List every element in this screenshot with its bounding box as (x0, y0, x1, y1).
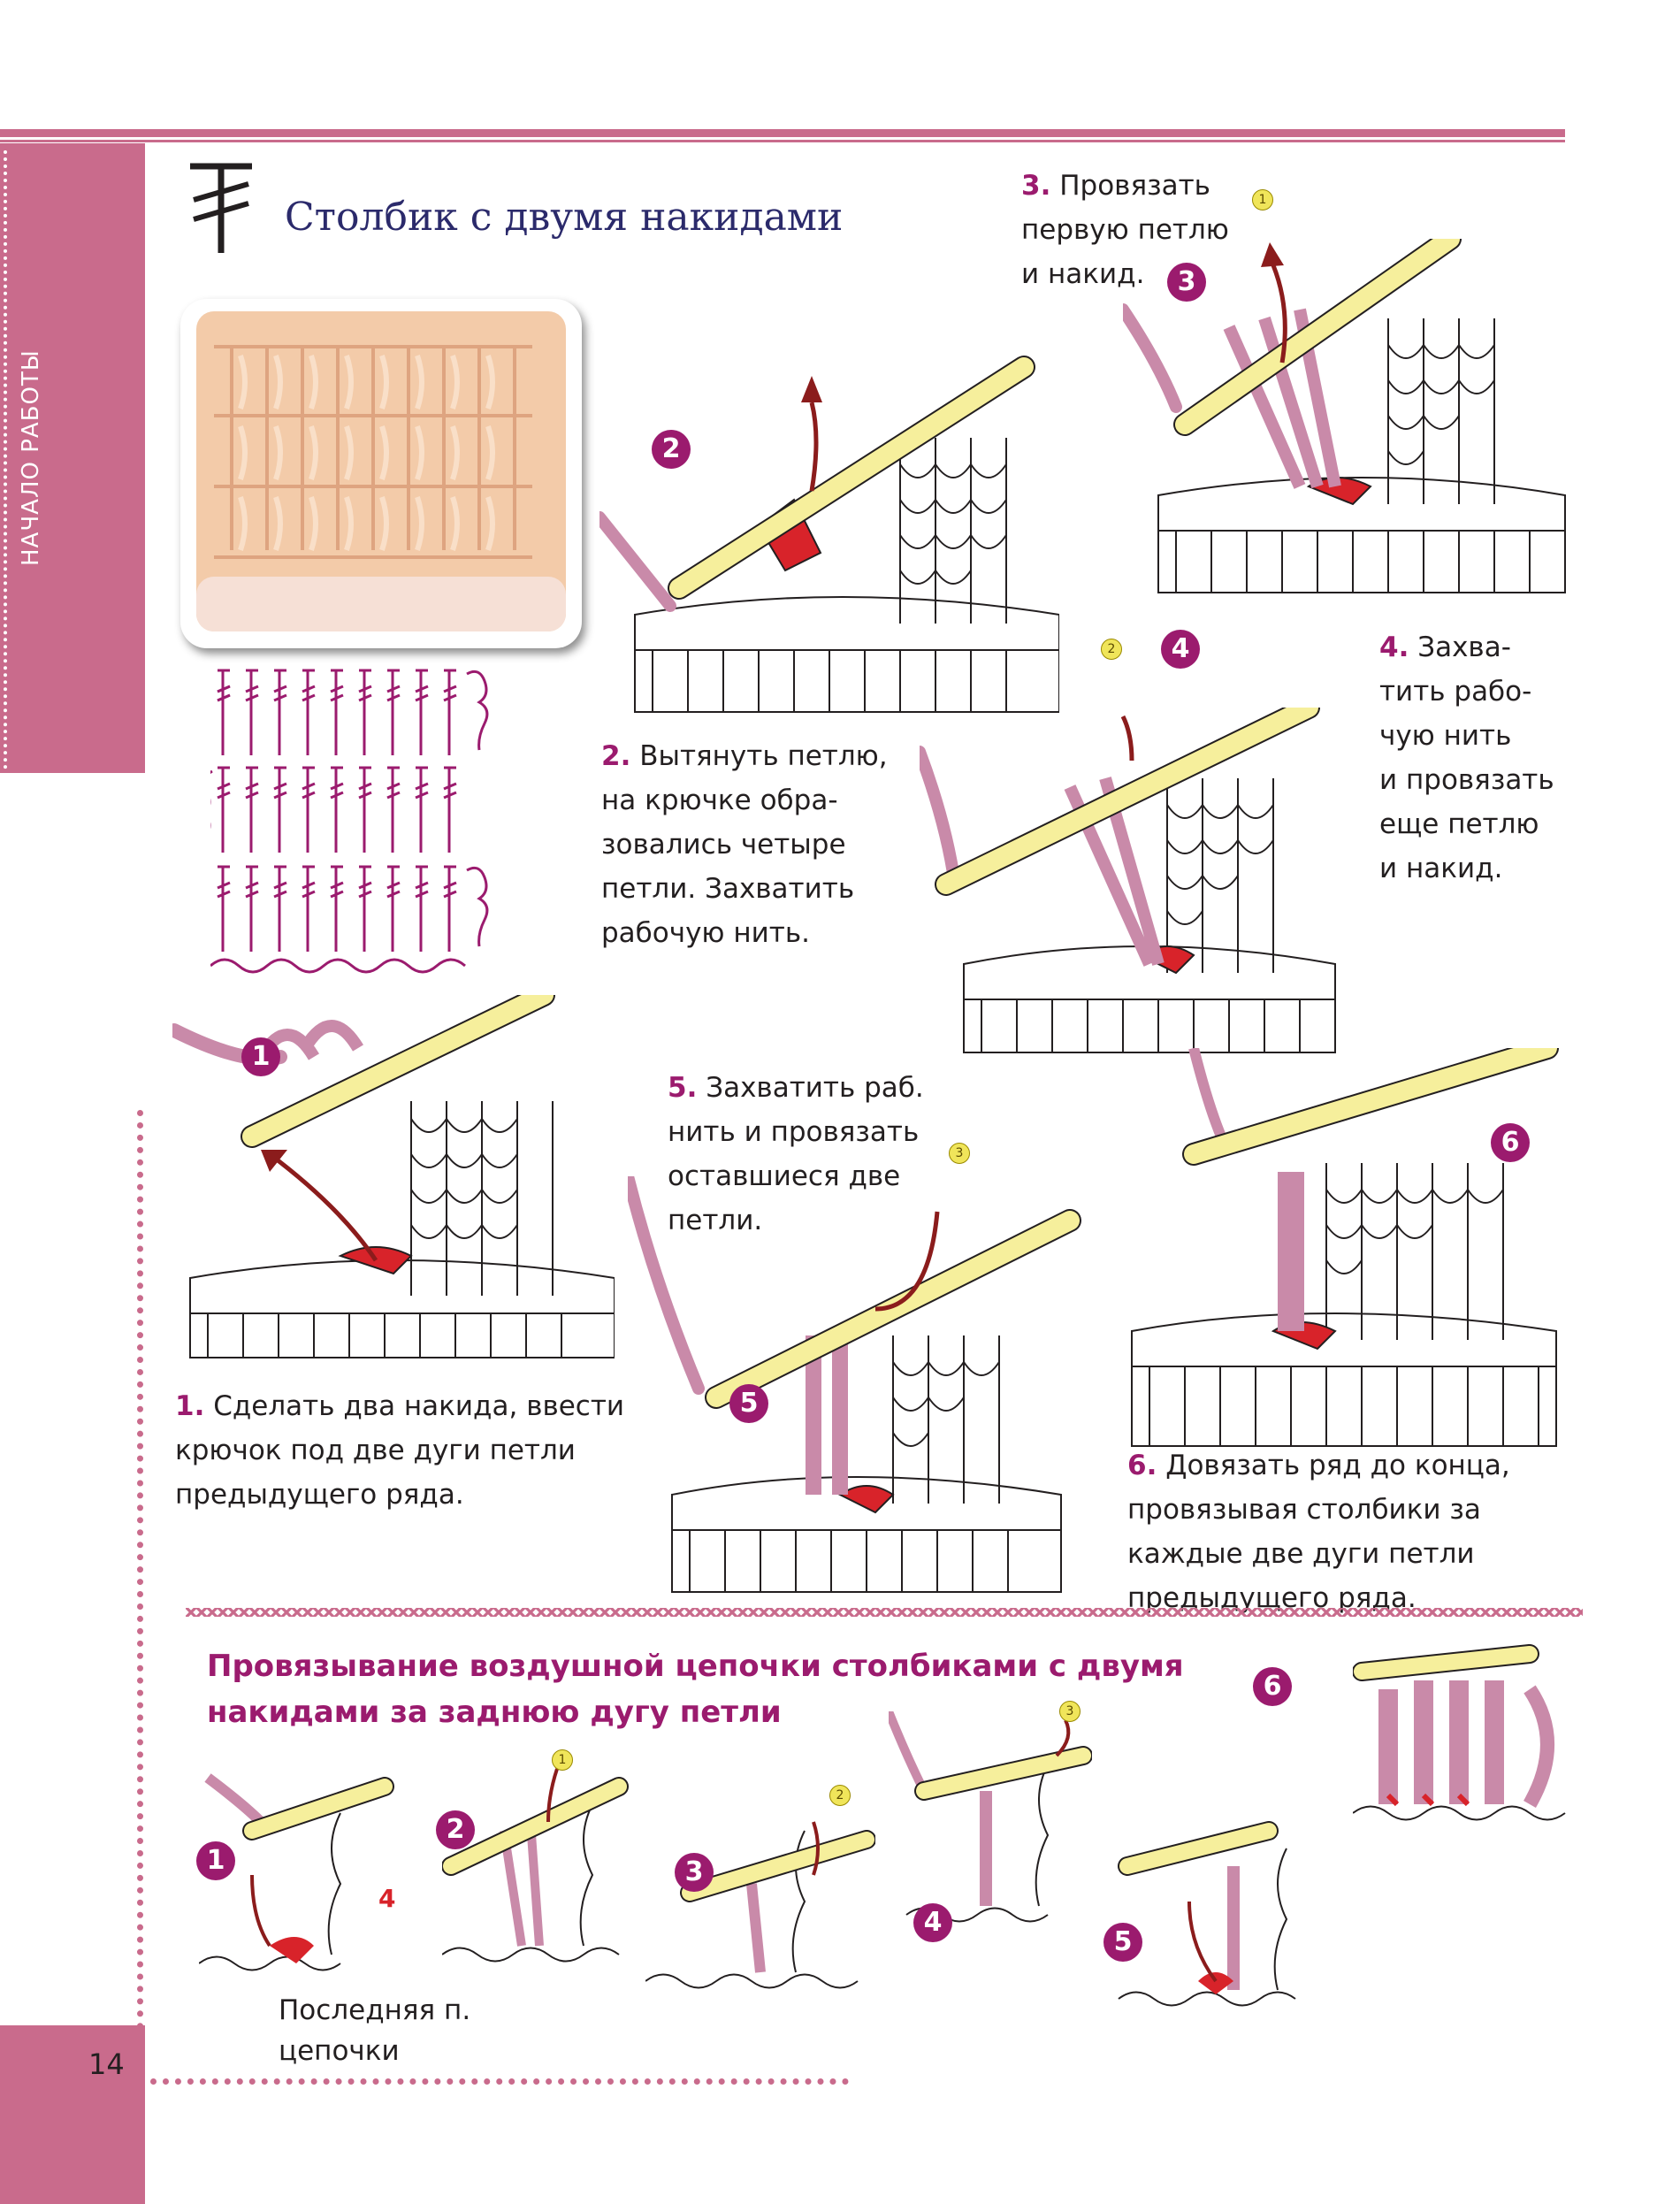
step-3-badge: 3 (1167, 263, 1206, 302)
sub-step-2-badge: 2 (1101, 639, 1122, 660)
step1-illustration (172, 995, 615, 1358)
section-2-heading-line-2: накидами за заднюю дугу петли (207, 1695, 782, 1730)
section-2-heading: Провязывание воздушной цепочки столбикам… (207, 1643, 1268, 1735)
step-5-line-3: оставшиеся две (668, 1160, 901, 1192)
knitted-swatch-photo (196, 311, 566, 631)
step-3-caption: 3. Провязать первую петлю и накид. (1021, 164, 1229, 296)
step-3-line-1: Провязать (1059, 170, 1210, 202)
chain-sub-step-1-badge: 1 (552, 1749, 573, 1771)
section-divider (186, 1608, 1583, 1617)
step-2-line-3: зовались четыре (601, 829, 846, 861)
step-5-line-4: петли. (668, 1205, 763, 1236)
chain-step-3-illustration (645, 1821, 875, 1989)
step-1-caption: 1. Сделать два накида, ввести крючок под… (175, 1384, 624, 1517)
step-1-number: 1. (175, 1390, 205, 1422)
section-label: НАЧАЛО РАБОТЫ (18, 349, 44, 566)
step-5-number: 5. (668, 1072, 698, 1104)
step-6-line-2: провязывая столбики за (1127, 1494, 1481, 1526)
step-4-line-5: еще петлю (1379, 808, 1539, 840)
step-1-line-2: крючок под две дуги петли (175, 1435, 576, 1466)
chain-step-1-illustration (199, 1773, 394, 1971)
page-title: Столбик с двумя накидами (285, 195, 844, 240)
step-6-caption: 6. Довязать ряд до конца, провязывая сто… (1127, 1443, 1510, 1620)
step-6-line-1: Довязать ряд до конца, (1165, 1450, 1510, 1481)
step4-illustration (920, 708, 1336, 1053)
step-2-caption: 2. Вытянуть петлю, на крючке обра- зовал… (601, 734, 888, 955)
chain-sub-step-3-badge: 3 (1059, 1701, 1081, 1722)
step-1-line-3: предыдущего ряда. (175, 1479, 464, 1511)
step-4-line-4: и провязать (1379, 764, 1554, 796)
chain-step-5-badge: 5 (1103, 1923, 1142, 1962)
step-6-number: 6. (1127, 1450, 1157, 1481)
section-tab-dots (4, 150, 7, 769)
step5-illustration (628, 1176, 1081, 1593)
chain-step-4-illustration (889, 1711, 1092, 1923)
header-rule (0, 129, 1565, 137)
step-2-line-5: рабочую нить. (601, 917, 810, 949)
step-4-line-6: и накид. (1379, 853, 1503, 884)
step-2-line-1: Вытянуть петлю, (639, 740, 888, 772)
step-5-badge: 5 (729, 1384, 768, 1423)
page-number: 14 (88, 2047, 125, 2081)
step6-illustration (1131, 1048, 1559, 1447)
chain-step-6-badge: 6 (1253, 1667, 1292, 1706)
step-3-line-3: и накид. (1021, 258, 1145, 290)
chain-step-3-badge: 3 (675, 1853, 714, 1892)
step-4-badge: 4 (1161, 630, 1200, 669)
step3-illustration (1123, 239, 1566, 593)
step-1-line-1: Сделать два накида, ввести (213, 1390, 625, 1422)
crochet-chart (210, 669, 489, 974)
chain-step-6-illustration (1353, 1644, 1566, 1821)
step-4-line-1: Захва- (1417, 631, 1511, 663)
step-4-line-2: тить рабо- (1379, 676, 1532, 708)
step-4-line-3: чую нить (1379, 720, 1512, 752)
last-chain-caption: Последняя п. цепочки (279, 1990, 470, 2071)
chain-step-4-badge: 4 (913, 1903, 952, 1942)
step-5-line-1: Захватить раб. (706, 1072, 924, 1104)
header-rule-thin (0, 140, 1565, 142)
last-chain-caption-line-1: Последняя п. (279, 1994, 471, 2026)
chain-step-2-illustration (442, 1768, 629, 1963)
step-2-number: 2. (601, 740, 631, 772)
step-4-number: 4. (1379, 631, 1409, 663)
step-6-badge: 6 (1491, 1123, 1530, 1162)
step-6-line-3: каждые две дуги петли (1127, 1538, 1475, 1570)
page-number-tab (0, 2025, 145, 2204)
double-crochet-symbol-icon (190, 163, 252, 253)
step-5-line-2: нить и провязать (668, 1116, 920, 1148)
chain-sub-step-2-badge: 2 (829, 1785, 851, 1806)
step-1-badge: 1 (241, 1037, 280, 1076)
step-2-line-4: петли. Захватить (601, 873, 855, 905)
chain-step-1-badge: 1 (196, 1841, 235, 1880)
sub-step-3-badge: 3 (949, 1143, 970, 1164)
chain-step-2-badge: 2 (436, 1810, 475, 1849)
dotted-border-vertical (137, 1110, 143, 2030)
loop-4-label: 4 (378, 1884, 396, 1913)
step-2-line-2: на крючке обра- (601, 784, 838, 816)
step-5-caption: 5. Захватить раб. нить и провязать остав… (668, 1066, 924, 1243)
last-chain-caption-line-2: цепочки (279, 2035, 400, 2067)
chain-step-5-illustration (1118, 1821, 1296, 2007)
dotted-border-horizontal (150, 2078, 849, 2085)
section-tab (0, 143, 145, 773)
step-3-line-2: первую петлю (1021, 214, 1229, 246)
step-2-badge: 2 (652, 430, 691, 469)
section-2-heading-line-1: Провязывание воздушной цепочки столбикам… (207, 1649, 1184, 1684)
step2-illustration (599, 356, 1059, 713)
step-3-number: 3. (1021, 170, 1051, 202)
sub-step-1-badge: 1 (1252, 189, 1273, 210)
step-4-caption: 4. Захва- тить рабо- чую нить и провязат… (1379, 625, 1554, 891)
